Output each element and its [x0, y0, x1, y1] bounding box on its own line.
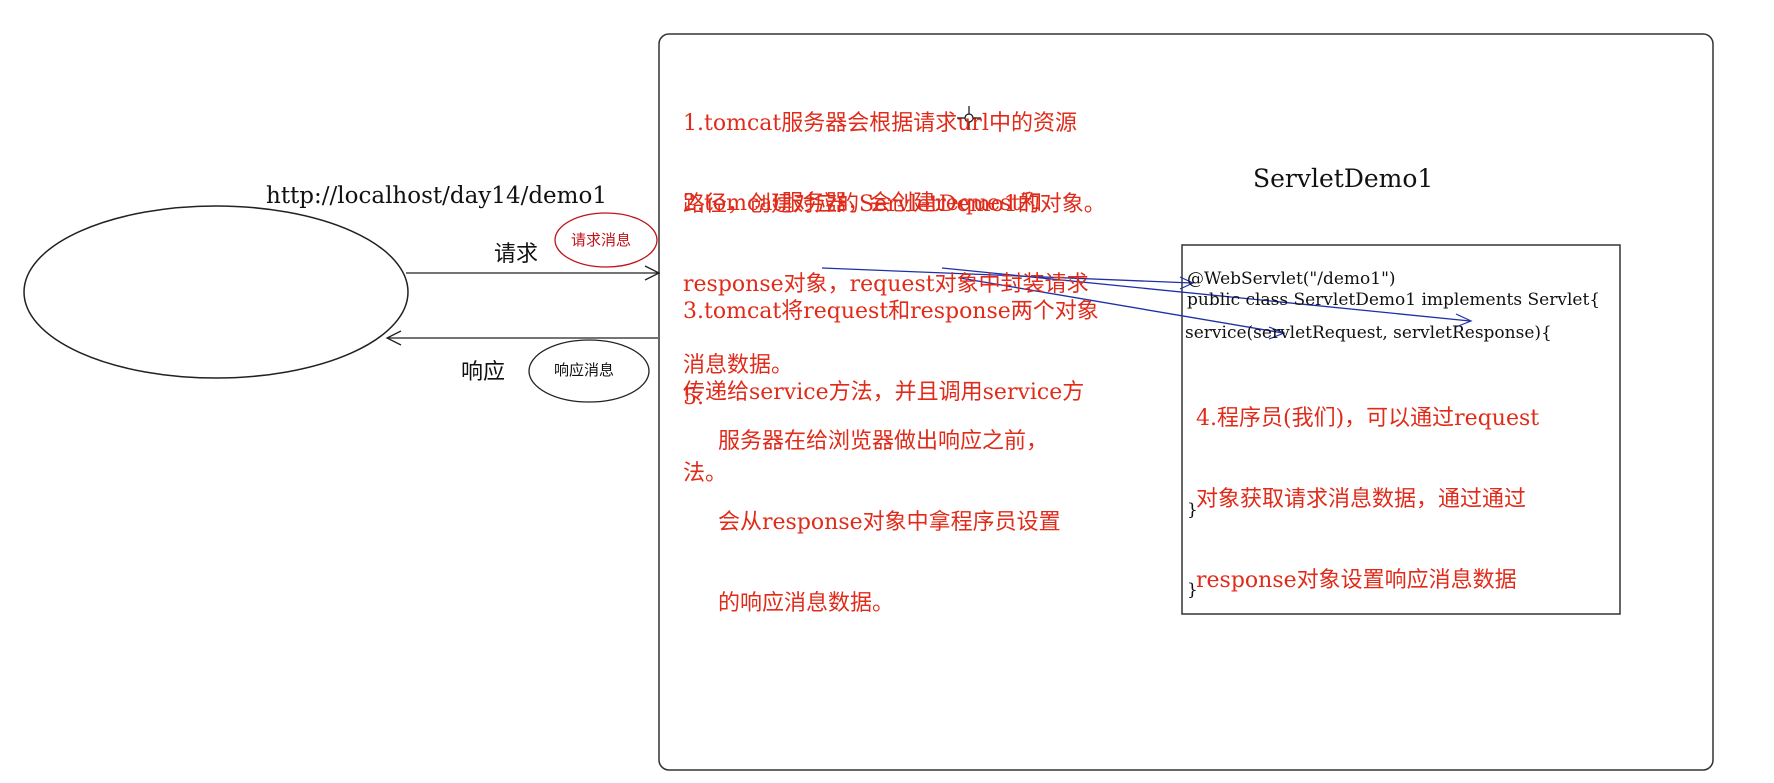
crosshair-cursor-icon [957, 106, 981, 130]
response-label: 响应 [461, 360, 506, 385]
code-close-method: } [1187, 500, 1198, 520]
service-pass-arrow [959, 277, 1284, 334]
step-3: 3.tomcat将request和response两个对象 传递给service… [683, 244, 1099, 541]
code-service-method: service(servletRequest, servletResponse)… [1185, 323, 1552, 343]
response-arrowhead [385, 330, 402, 346]
step-2: 2.tomcat服务器，会创建request和 response对象，reque… [683, 136, 1089, 433]
servlet-code-box [1181, 244, 1621, 615]
step-2-line-2: response对象，request对象中封装请求 [683, 272, 1089, 297]
response-pass-arrowhead [1455, 313, 1473, 328]
step-5-number: 5. [683, 385, 704, 410]
step-5-line-1: 服务器在给浏览器做出响应之前， [718, 429, 1049, 454]
step-3-line-2: 传递给service方法，并且调用service方 [683, 380, 1085, 405]
step-3-line-1: 3.tomcat将request和response两个对象 [683, 299, 1099, 324]
step-4-line-3: response对象设置响应消息数据 [1196, 568, 1517, 593]
browser-ellipse [23, 205, 409, 379]
request-pass-arrowhead [1179, 276, 1195, 290]
code-class-declaration: public class ServletDemo1 implements Ser… [1187, 290, 1601, 310]
step-4-line-2: 对象获取请求消息数据，通过通过 [1196, 487, 1527, 512]
step-1-line-1: 1.tomcat服务器会根据请求url中的资源 [683, 111, 1077, 136]
step-1: 1.tomcat服务器会根据请求url中的资源 路径，创建对应的ServletD… [683, 56, 1106, 272]
request-label: 请求 [494, 242, 539, 267]
request-bubble-label: 请求消息 [571, 231, 632, 249]
step-3-line-3: 法。 [683, 461, 728, 486]
step-5-line-2: 会从response对象中拿程序员设置 [718, 510, 1061, 535]
code-annotation: @WebServlet("/demo1") [1187, 269, 1396, 289]
response-pass-arrow [941, 267, 1471, 322]
server-box [658, 33, 1714, 771]
request-bubble [554, 212, 658, 268]
step-2-line-1: 2.tomcat服务器，会创建request和 [683, 191, 1043, 216]
request-arrowhead [644, 265, 661, 281]
step-5-line-3: 的响应消息数据。 [718, 591, 895, 616]
service-pass-arrowhead [1268, 326, 1286, 340]
step-4-line-1: 4.程序员(我们)，可以通过request [1196, 406, 1540, 431]
step-4: 4.程序员(我们)，可以通过request 对象获取请求消息数据，通过通过 re… [1196, 351, 1539, 648]
step-2-line-3: 消息数据。 [683, 353, 794, 378]
step-5: 服务器在给浏览器做出响应之前， 会从response对象中拿程序员设置 的响应消… [718, 374, 1061, 671]
response-bubble-label: 响应消息 [554, 361, 615, 379]
servlet-title: ServletDemo1 [1253, 164, 1434, 193]
request-pass-arrow [821, 267, 1193, 284]
code-close-class: } [1187, 580, 1198, 600]
response-bubble [528, 339, 650, 403]
request-url: http://localhost/day14/demo1 [266, 183, 607, 209]
step-1-line-2: 路径，创建对应的ServletDemo1的对象。 [683, 192, 1106, 217]
